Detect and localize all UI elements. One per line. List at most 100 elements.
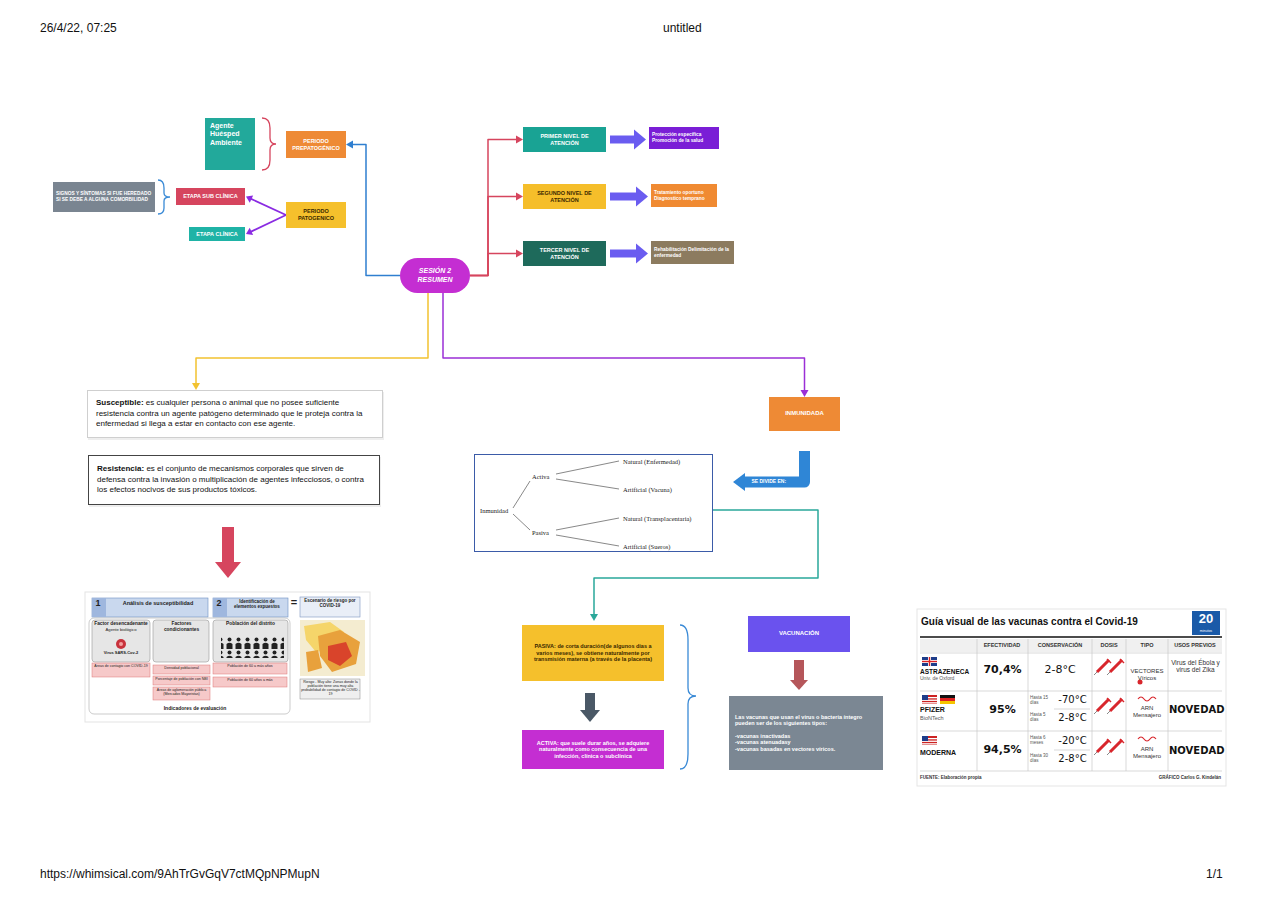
- susceptibility-figure-part: [318, 630, 360, 672]
- node-text: PERIODO PATOGENICO: [289, 208, 343, 221]
- node-box: PRIMER NIVEL DE ATENCIÓN: [523, 127, 606, 152]
- flag-de-part: [940, 695, 955, 698]
- susceptibility-figure-part: [213, 663, 287, 674]
- connector: [790, 660, 808, 690]
- page-header-text: 26/4/22, 07:25: [40, 22, 117, 36]
- syringe-icons-part: [1107, 659, 1124, 675]
- connector: [610, 187, 648, 207]
- connector: [470, 250, 523, 276]
- arrowhead: [634, 130, 646, 150]
- connector: [246, 215, 286, 235]
- page-header-text: untitled: [663, 22, 702, 36]
- node-box: Tratamiento oportuno Diagnostico tempran…: [651, 184, 717, 207]
- arrowhead: [246, 228, 253, 235]
- vaccine-table-part-part: [1126, 639, 1127, 771]
- node-text: Factor desencadenante: [93, 621, 149, 627]
- connector-line: [470, 254, 517, 276]
- node-box: SEGUNDO NIVEL DE ATENCIÓN: [523, 184, 606, 209]
- table-text: ARN Mensajero: [1128, 705, 1166, 719]
- table-text: ASTRAZENECA: [920, 668, 976, 675]
- immunity-tree-lines-part: [513, 481, 530, 508]
- node-text: Densidad poblacional: [154, 666, 209, 670]
- connector-line: [610, 136, 635, 144]
- immunity-tree-lines-part: [556, 461, 619, 474]
- node-text: Análisis de susceptibilidad: [108, 600, 208, 606]
- brackets-part: [262, 118, 276, 170]
- node-box: SIGNOS Y SÍNTOMAS SI FUE HEREDADO SI SE …: [53, 182, 155, 212]
- susceptibility-figure-part: [92, 663, 150, 677]
- table-text: MODERNA: [920, 749, 976, 757]
- arrowhead: [516, 193, 523, 201]
- connector: [192, 293, 428, 390]
- brackets-part: [680, 625, 696, 769]
- table-text: NOVEDAD: [1169, 704, 1222, 716]
- table-text: Hasta 5 días: [1030, 712, 1054, 722]
- node-text: SESIÓN 2 RESUMEN: [403, 267, 467, 284]
- node-text: Tratamiento oportuno Diagnostico tempran…: [654, 190, 714, 202]
- node-text: Factores condicionantes: [154, 621, 209, 632]
- susceptibility-figure-part: [92, 598, 106, 617]
- susceptibility-figure-part: [213, 677, 287, 687]
- arrowhead: [636, 187, 648, 207]
- term-heading: Susceptible:: [96, 398, 144, 407]
- arrowhead: [516, 136, 523, 144]
- connector-line: [594, 510, 818, 615]
- node-box: INMUNIDADA: [769, 397, 840, 431]
- node-text: Población de 60 a más años: [214, 664, 286, 668]
- connector-line: [251, 199, 286, 215]
- connector-line: [610, 193, 637, 201]
- flag-us-part: [922, 736, 928, 741]
- table-text: BioNTech: [920, 715, 976, 721]
- node-text: Inmunidad: [480, 507, 508, 514]
- arrowhead: [246, 195, 253, 202]
- syringe-icons-part: [1094, 739, 1111, 755]
- susceptibility-figure-part: [328, 642, 352, 666]
- table-text: CONSERVACIÓN: [1030, 642, 1090, 648]
- connector: [443, 293, 809, 397]
- node-text: TERCER NIVEL DE ATENCIÓN: [526, 247, 603, 260]
- node-box: Las vacunas que usan el virus o bacteria…: [729, 696, 883, 770]
- susceptibility-figure-part: [306, 650, 322, 672]
- connector-line: [470, 197, 517, 276]
- table-text: PFIZER: [920, 706, 976, 714]
- node-text: PRIMER NIVEL DE ATENCIÓN: [526, 133, 603, 146]
- arrowhead: [590, 614, 598, 621]
- node-text: 1: [92, 598, 104, 608]
- node-text: PASIVA: de corta duración(de algunos día…: [530, 643, 656, 663]
- vaccine-table-part: [920, 639, 1222, 771]
- connector: [610, 244, 648, 264]
- connector: [215, 527, 241, 578]
- node-text: 2: [213, 598, 225, 608]
- arrowhead: [192, 383, 200, 390]
- node-text: Áreas de contagio con COVID-19: [93, 664, 149, 668]
- node-text: ACTIVA: que suele durar años, se adquier…: [530, 740, 656, 760]
- susceptibility-figure-part: [85, 592, 370, 722]
- susceptibility-figure: [85, 592, 370, 722]
- susceptibility-figure-part: [153, 620, 209, 662]
- node-box: PERIODO PATOGENICO: [286, 202, 346, 228]
- node-box: Rehabilitación Delimitación de la enferm…: [651, 241, 734, 264]
- page-header-text: 1/1: [1206, 868, 1223, 882]
- susceptibility-figure-part: [300, 679, 360, 699]
- arrowhead: [516, 250, 523, 258]
- connector: [346, 141, 400, 276]
- connector-line: [470, 140, 517, 276]
- brackets-part: [158, 180, 170, 214]
- syringe-icons-part: [1094, 698, 1111, 714]
- flag-us-part: [922, 743, 937, 744]
- immunity-tree-lines: [513, 461, 619, 546]
- table-text: USOS PREVIOS: [1169, 642, 1221, 648]
- table-text: EFECTIVIDAD: [978, 642, 1026, 648]
- node-box: VACUNACIÓN: [748, 616, 850, 652]
- node-text: PERIODO PREPATOGÉNICO: [289, 138, 343, 151]
- connector-line: [251, 215, 286, 232]
- connector: [580, 693, 600, 722]
- node-text: Agente Huésped Ambiente: [210, 122, 250, 147]
- syringe-icons-part: [1107, 698, 1124, 714]
- connector-line: [352, 145, 400, 276]
- node-text: Áreas de aglomeración pública (Mercados …: [154, 688, 209, 696]
- table-text: TIPO: [1127, 642, 1167, 648]
- connector-line: [610, 250, 637, 258]
- table-text: ARN Mensajero: [1128, 746, 1166, 760]
- vaccine-table-part-part: [977, 639, 978, 771]
